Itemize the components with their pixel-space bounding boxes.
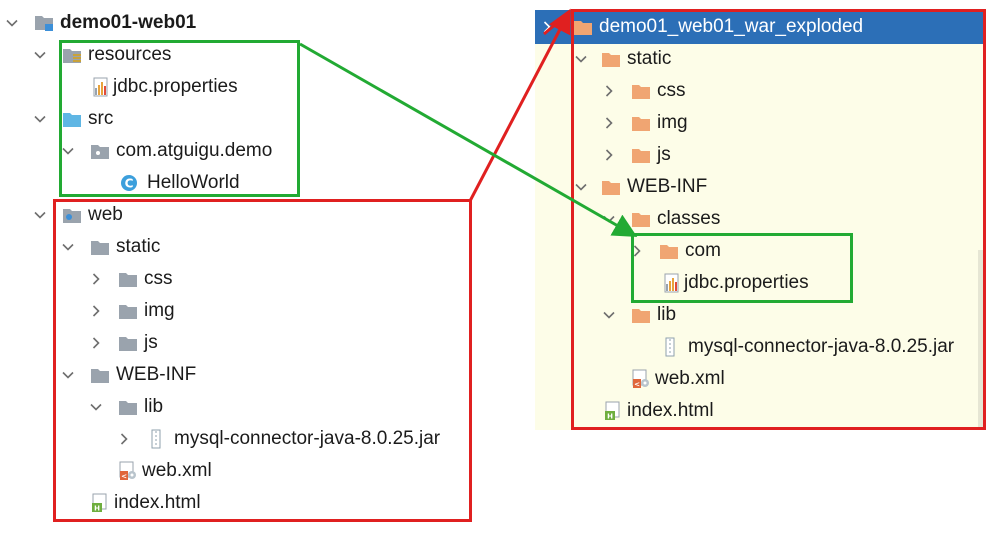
tree-node-mysql-jar[interactable]: mysql-connector-java-8.0.25.jar	[146, 424, 440, 454]
scrollbar[interactable]	[978, 250, 986, 430]
tree-node-img[interactable]: img	[631, 108, 688, 138]
tree-node-label: js	[657, 144, 671, 165]
tree-node-jdbc-properties[interactable]: jdbc.properties	[91, 72, 238, 102]
tree-node-label: jdbc.properties	[113, 76, 238, 97]
tree-node-mysql-jar[interactable]: mysql-connector-java-8.0.25.jar	[660, 332, 954, 362]
green-highlight-box-target	[631, 233, 853, 303]
tree-node-label: index.html	[627, 400, 714, 421]
tree-node-label: WEB-INF	[627, 176, 708, 197]
tree-node-label: src	[88, 108, 114, 129]
tree-node-label: web.xml	[142, 460, 212, 481]
tree-node-lib[interactable]: lib	[118, 392, 163, 422]
tree-node-label: js	[144, 332, 158, 353]
tree-node-label: resources	[88, 44, 172, 65]
tree-node-label: css	[657, 80, 686, 101]
tree-node-label: img	[657, 112, 688, 133]
chevron-down-icon[interactable]	[30, 104, 50, 134]
tree-node-img[interactable]: img	[118, 296, 175, 326]
tree-node-label: static	[116, 236, 161, 257]
tree-node-label: css	[144, 268, 173, 289]
green-highlight-box-source	[59, 40, 300, 197]
tree-node-web-inf[interactable]: WEB-INF	[90, 360, 196, 390]
tree-node-label: classes	[657, 208, 721, 229]
tree-node-artifact[interactable]: demo01_web01_war_exploded	[573, 12, 863, 42]
chevron-down-icon[interactable]	[30, 200, 50, 230]
tree-node-classes[interactable]: classes	[631, 204, 720, 234]
tree-node-label: demo01_web01_war_exploded	[599, 16, 864, 37]
tree-node-jdbc-properties[interactable]: jdbc.properties	[662, 268, 809, 298]
tree-node-web-xml[interactable]: web.xml	[118, 456, 212, 486]
tree-node-label: demo01-web01	[60, 12, 197, 33]
tree-node-label: mysql-connector-java-8.0.25.jar	[174, 428, 441, 449]
chevron-down-icon[interactable]	[2, 8, 22, 38]
tree-node-com[interactable]: com	[659, 236, 721, 266]
tree-node-label: lib	[144, 396, 164, 417]
tree-node-web-inf[interactable]: WEB-INF	[601, 172, 707, 202]
tree-node-js[interactable]: js	[631, 140, 671, 170]
tree-node-index-html[interactable]: index.html	[603, 396, 714, 426]
tree-node-label: web	[88, 204, 123, 225]
tree-node-label: static	[627, 48, 672, 69]
tree-node-label: com.atguigu.demo	[116, 140, 273, 161]
tree-node-label: WEB-INF	[116, 364, 197, 385]
tree-node-label: HelloWorld	[147, 172, 240, 193]
tree-node-helloworld[interactable]: HelloWorld	[119, 168, 240, 198]
tree-node-label: web.xml	[655, 368, 725, 389]
tree-node-css[interactable]: css	[118, 264, 173, 294]
red-highlight-box-source	[53, 199, 472, 522]
tree-node-label: mysql-connector-java-8.0.25.jar	[688, 336, 955, 357]
tree-node-lib[interactable]: lib	[631, 300, 676, 330]
tree-node-project[interactable]: demo01-web01	[34, 8, 196, 38]
tree-node-label: jdbc.properties	[684, 272, 809, 293]
tree-node-index-html[interactable]: index.html	[90, 488, 201, 518]
tree-node-label: img	[144, 300, 175, 321]
module-folder-icon	[34, 13, 54, 33]
tree-node-static[interactable]: static	[90, 232, 160, 262]
tree-node-web-xml[interactable]: web.xml	[631, 364, 725, 394]
selected-row-highlight	[535, 10, 986, 44]
tree-node-resources[interactable]: resources	[62, 40, 171, 70]
tree-node-web[interactable]: web	[62, 200, 123, 230]
red-highlight-box-target	[571, 9, 986, 430]
tree-node-src[interactable]: src	[62, 104, 113, 134]
tree-node-label: index.html	[114, 492, 201, 513]
tree-node-label: lib	[657, 304, 677, 325]
tree-node-label: com	[685, 240, 721, 261]
tree-node-css[interactable]: css	[631, 76, 686, 106]
tree-node-static[interactable]: static	[601, 44, 671, 74]
tree-node-js[interactable]: js	[118, 328, 158, 358]
tree-node-package[interactable]: com.atguigu.demo	[90, 136, 272, 166]
chevron-right-icon[interactable]	[537, 12, 557, 42]
chevron-down-icon[interactable]	[30, 40, 50, 70]
